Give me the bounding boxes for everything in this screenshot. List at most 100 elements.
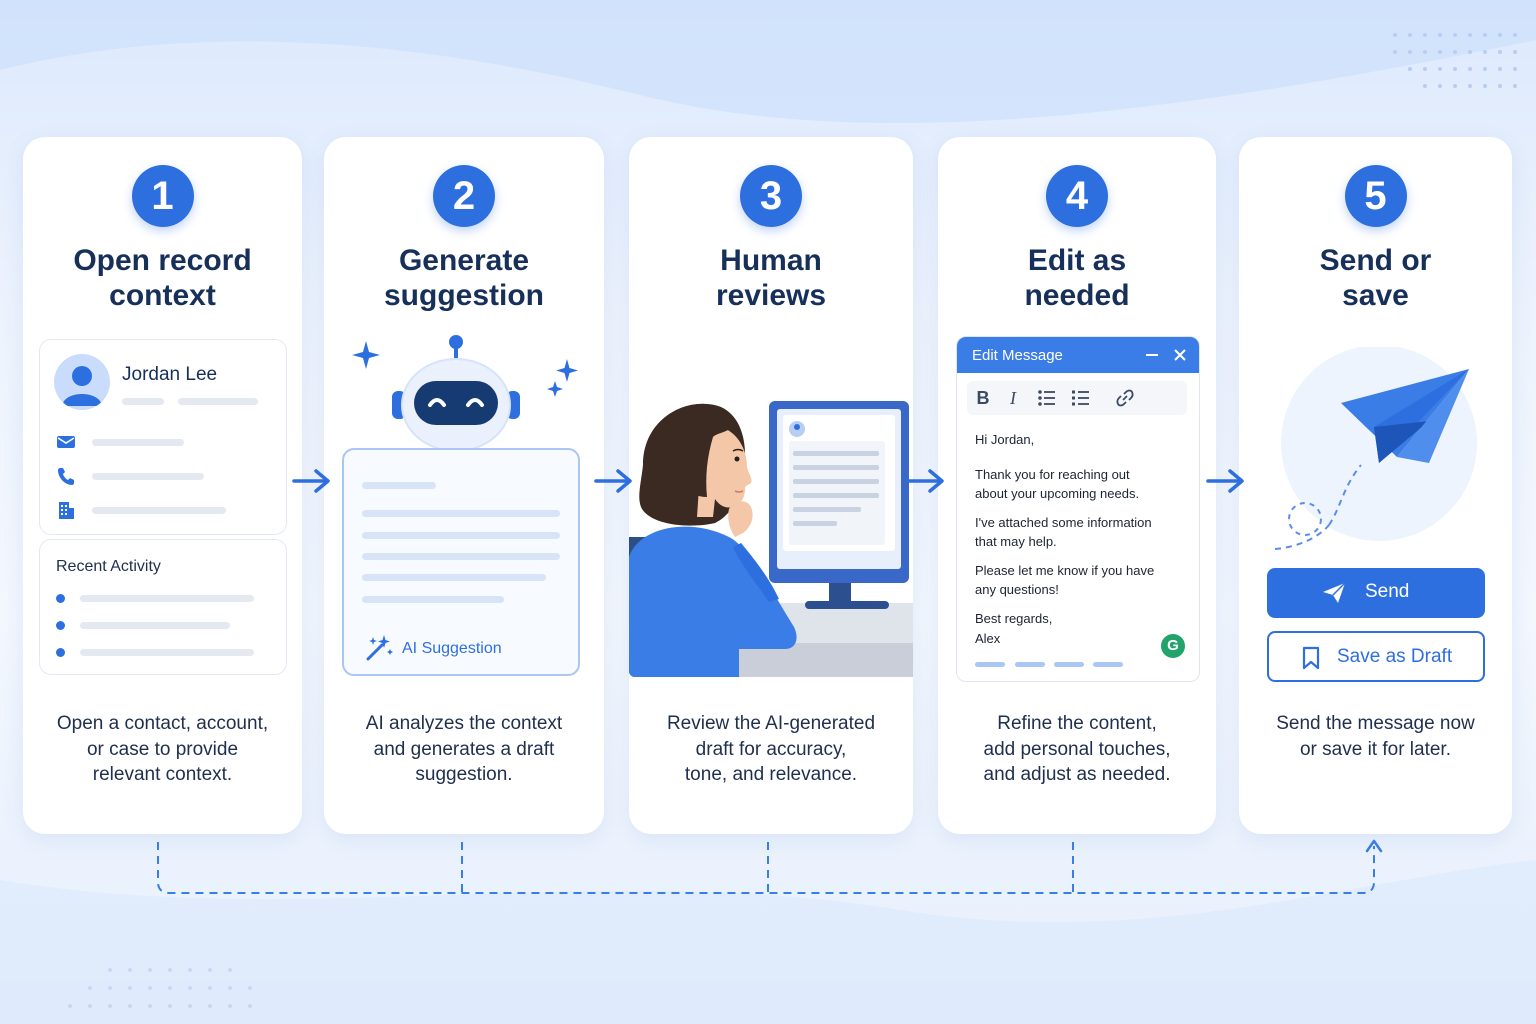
avatar xyxy=(54,354,110,410)
placeholder-bar xyxy=(362,532,560,539)
step-title: Edit as needed xyxy=(948,243,1206,313)
step-description-line: Send the message now xyxy=(1276,713,1475,734)
mail-icon xyxy=(57,436,75,448)
email-body-line: Thank you for reaching out xyxy=(975,467,1130,482)
step-description-line: draft for accuracy, xyxy=(695,738,847,760)
step-title: Generate suggestion xyxy=(334,243,594,313)
step-title-line: needed xyxy=(1024,279,1130,312)
close-icon[interactable] xyxy=(1173,348,1187,362)
sparkle-icon xyxy=(352,341,380,369)
minimize-icon[interactable] xyxy=(1145,348,1159,362)
placeholder-bar xyxy=(92,507,226,514)
step-number-badge: 3 xyxy=(740,165,802,227)
placeholder-bar xyxy=(178,398,258,405)
bookmark-icon xyxy=(1302,646,1320,670)
step-number-badge: 4 xyxy=(1046,165,1108,227)
arrow-right-icon xyxy=(594,469,632,493)
step-title: Open record context xyxy=(33,243,292,313)
loading-segment xyxy=(1054,662,1084,667)
step-card-human-reviews: 3 Human reviews xyxy=(629,137,913,834)
loading-segment xyxy=(1093,662,1123,667)
step-description-line: AI analyzes the context xyxy=(365,713,563,734)
email-body-line: Best regards, xyxy=(975,611,1053,626)
placeholder-bar xyxy=(362,596,504,603)
arrow-right-icon xyxy=(292,469,330,493)
formatting-toolbar: B I xyxy=(967,381,1187,415)
paper-plane-icon xyxy=(1274,347,1477,550)
activity-bullet xyxy=(56,648,65,657)
building-icon xyxy=(59,502,74,519)
bulleted-list-icon[interactable] xyxy=(1035,387,1059,409)
step-title-line: Open record xyxy=(73,244,252,277)
numbered-list-icon[interactable] xyxy=(1069,387,1093,409)
ai-suggestion-draft[interactable]: AI Suggestion xyxy=(342,448,580,676)
placeholder-bar xyxy=(362,574,546,581)
step-description: Send the message now or save it for late… xyxy=(1253,711,1498,762)
step-card-generate-suggestion: 2 Generate suggestion AI Sugge xyxy=(324,137,604,834)
recent-activity-title: Recent Activity xyxy=(56,558,161,575)
edit-message-header: Edit Message xyxy=(957,337,1199,373)
step-description: Open a contact, account, or case to prov… xyxy=(37,711,288,788)
step-description-line: add personal touches, xyxy=(983,738,1171,760)
decorative-dots-top-right xyxy=(1393,33,1517,88)
step-title-line: suggestion xyxy=(383,279,544,312)
email-body-line: that may help. xyxy=(975,534,1057,549)
loading-segment xyxy=(1015,662,1045,667)
step-description-line: suggestion. xyxy=(415,764,513,785)
step-title: Human reviews xyxy=(639,243,903,313)
activity-bullet xyxy=(56,594,65,603)
person-reviewing-illustration xyxy=(629,401,913,677)
step-description-line: Refine the content, xyxy=(997,713,1157,734)
step-description-line: tone, and relevance. xyxy=(684,764,858,785)
robot-icon xyxy=(392,335,520,451)
step-description-line: relevant context. xyxy=(92,764,233,785)
send-icon xyxy=(1323,582,1346,603)
step-title-line: reviews xyxy=(715,279,827,312)
contact-record-card[interactable]: Jordan Lee xyxy=(39,339,287,535)
link-icon[interactable] xyxy=(1113,387,1137,409)
send-button[interactable]: Send xyxy=(1267,568,1485,618)
step-title: Send or save xyxy=(1249,243,1502,313)
step-title-line: context xyxy=(109,279,216,312)
bold-button[interactable]: B xyxy=(976,388,990,408)
email-body-line: I've attached some information xyxy=(975,515,1152,530)
email-body-line: about your upcoming needs. xyxy=(975,486,1140,501)
step-title-line: Human xyxy=(720,244,822,277)
email-body-line: any questions! xyxy=(975,582,1059,597)
step-title-line: Generate xyxy=(398,244,530,277)
email-body-line: Please let me know if you have xyxy=(975,563,1155,578)
italic-button[interactable]: I xyxy=(1010,388,1016,408)
step-card-edit-as-needed: 4 Edit as needed Edit Message B I xyxy=(938,137,1216,834)
contact-name: Jordan Lee xyxy=(122,364,218,385)
save-as-draft-label: Save as Draft xyxy=(1337,646,1453,667)
placeholder-bar xyxy=(92,439,184,446)
feedback-loop-connector xyxy=(157,839,1383,894)
step-description: Review the AI-generated draft for accura… xyxy=(643,711,899,788)
grammar-check-icon[interactable]: G xyxy=(1161,634,1185,658)
recent-activity-panel: Recent Activity xyxy=(39,539,287,675)
step-description-line: and adjust as needed. xyxy=(983,764,1171,785)
magic-wand-icon xyxy=(366,635,393,661)
activity-bullet xyxy=(56,621,65,630)
placeholder-bar xyxy=(362,510,560,517)
step-card-open-record: 1 Open record context Jordan Lee xyxy=(23,137,302,834)
step-title-line: Edit as xyxy=(1027,244,1127,277)
email-body-line: Alex xyxy=(975,631,1001,646)
arrow-right-icon xyxy=(1206,469,1244,493)
edit-message-title: Edit Message xyxy=(972,347,1063,364)
placeholder-bar xyxy=(92,473,204,480)
ai-suggestion-label: AI Suggestion xyxy=(402,640,502,657)
step-description: Refine the content, add personal touches… xyxy=(952,711,1202,788)
email-body-line: Hi Jordan, xyxy=(975,432,1035,447)
edit-message-window: Edit Message B I xyxy=(956,336,1200,682)
save-as-draft-button[interactable]: Save as Draft xyxy=(1267,631,1485,682)
step-description-line: Open a contact, account, xyxy=(56,713,269,734)
placeholder-bar xyxy=(362,553,560,560)
send-button-label: Send xyxy=(1365,581,1410,602)
placeholder-bar xyxy=(80,649,254,656)
phone-icon xyxy=(58,468,74,485)
step-description: AI analyzes the context and generates a … xyxy=(338,711,590,788)
placeholder-bar xyxy=(122,398,164,405)
step-description-line: and generates a draft xyxy=(373,738,555,760)
step-description-line: or case to provide xyxy=(86,738,239,760)
